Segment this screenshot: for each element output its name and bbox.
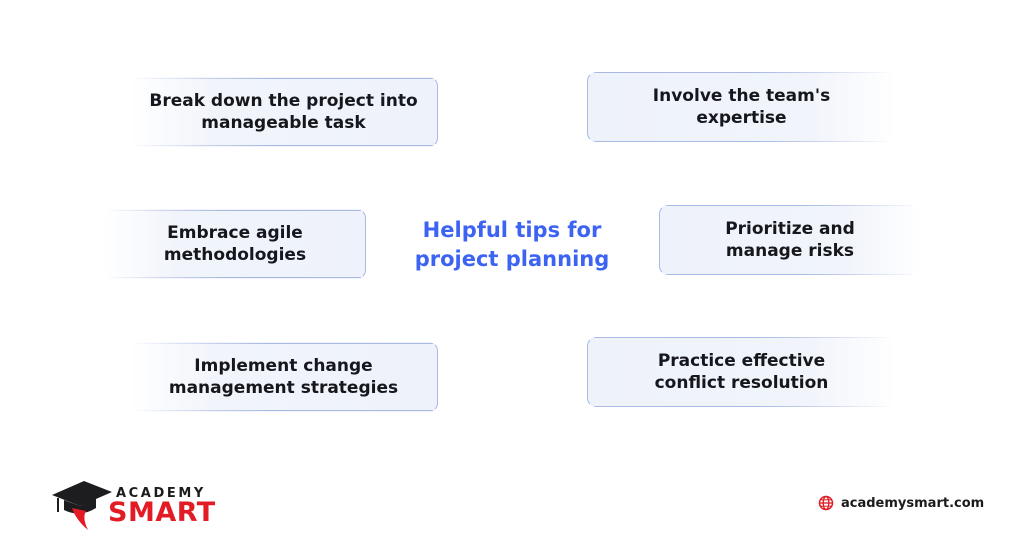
- tip-label: Break down the project into manageable t…: [149, 91, 418, 133]
- center-title: Helpful tips for project planning: [414, 218, 610, 271]
- graduation-cap-icon: [52, 481, 112, 530]
- website-label[interactable]: academysmart.com: [841, 495, 985, 511]
- tip-label: Embrace agile methodologies: [163, 223, 307, 265]
- tip-conflict-resolution: Practice effective conflict resolution: [587, 337, 895, 407]
- tip-label: Involve the team's expertise: [652, 86, 831, 128]
- tip-label: Implement change management strategies: [168, 356, 399, 398]
- tip-break-down-project: Break down the project into manageable t…: [130, 77, 438, 147]
- globe-icon: [818, 495, 834, 511]
- tip-involve-team: Involve the team's expertise: [587, 72, 895, 142]
- tip-embrace-agile: Embrace agile methodologies: [105, 209, 366, 279]
- logo-smart-text: SMART: [108, 497, 216, 528]
- academy-smart-logo[interactable]: ACADEMY SMART: [50, 478, 215, 534]
- website-link[interactable]: academysmart.com: [818, 495, 984, 511]
- tip-label: Practice effective conflict resolution: [654, 351, 829, 393]
- tip-prioritize-risks: Prioritize and manage risks: [659, 205, 920, 275]
- tip-change-management: Implement change management strategies: [130, 342, 438, 412]
- logo-academy-text: ACADEMY: [116, 486, 206, 501]
- tip-label: Prioritize and manage risks: [725, 219, 855, 261]
